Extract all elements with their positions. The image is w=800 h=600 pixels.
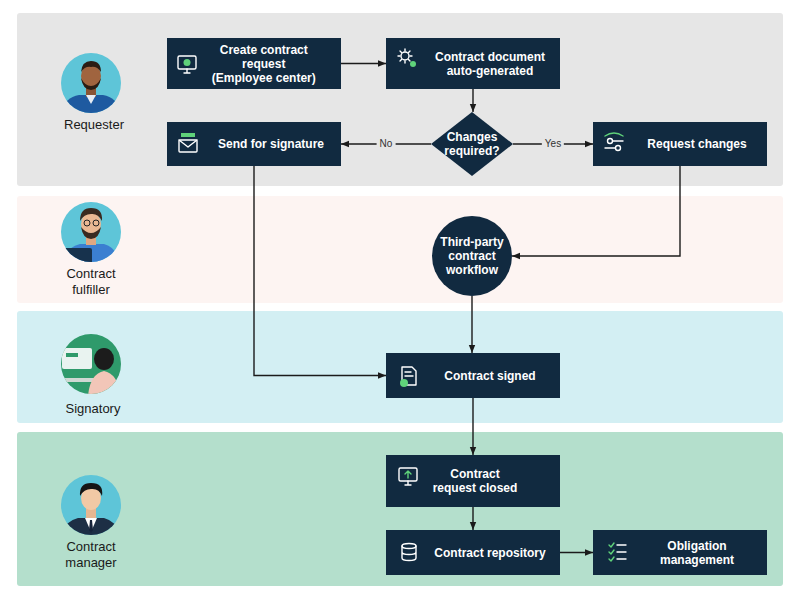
- process-box: Request changes: [593, 122, 767, 166]
- edge-label: Yes: [542, 138, 564, 150]
- flow-arrow: [560, 552, 593, 553]
- text-wrap: Signatory: [51, 401, 135, 417]
- node-label: Create contract request (Employee center…: [211, 43, 317, 85]
- text-wrap: Contract fulfiller: [49, 266, 133, 298]
- lane-label: Requester: [52, 117, 136, 133]
- node-label: Changes required?: [440, 130, 504, 158]
- text-wrap: Contract document auto-generated: [430, 38, 550, 89]
- process-box: Send for signature: [167, 122, 341, 166]
- node-label: Contract request closed: [430, 467, 520, 495]
- process-box: Contract repository: [386, 530, 560, 575]
- flow-arrow: [471, 296, 472, 353]
- swimlane-band: Requester Create contract request (Employ…: [17, 13, 783, 186]
- lane-label: Contract fulfiller: [49, 266, 133, 298]
- node-label: Contract document auto-generated: [430, 50, 550, 78]
- lane-label: Signatory: [51, 401, 135, 417]
- text-wrap: Contract request closed: [430, 455, 520, 507]
- text-wrap: Third-party contract workflow: [432, 216, 512, 296]
- process-circle: Third-party contract workflow: [432, 216, 512, 296]
- diamond-shape: [431, 112, 513, 176]
- process-box: Create contract request (Employee center…: [167, 38, 341, 89]
- flow-arrow: [341, 63, 386, 64]
- process-box: Obligation management: [593, 530, 767, 575]
- decision-diamond: Changes required?: [431, 112, 513, 176]
- edge-label: No: [377, 138, 396, 150]
- circle-shape: [432, 216, 512, 296]
- text-wrap: Contract manager: [49, 539, 133, 571]
- flow-arrow: [472, 398, 473, 455]
- text-wrap: Changes required?: [431, 112, 513, 176]
- text-wrap: Requester: [52, 117, 136, 133]
- text-wrap: Contract signed: [430, 353, 550, 398]
- text-wrap: Obligation management: [637, 530, 757, 575]
- node-label: Obligation management: [637, 539, 757, 567]
- node-label: Send for signature: [211, 137, 331, 151]
- node-label: Third-party contract workflow: [438, 235, 506, 277]
- text-wrap: Request changes: [637, 122, 757, 166]
- process-box: Contract request closed: [386, 455, 560, 507]
- flow-arrow: [472, 89, 473, 112]
- process-box: Contract document auto-generated: [386, 38, 560, 89]
- text-wrap: Create contract request (Employee center…: [211, 38, 317, 89]
- node-label: Request changes: [637, 137, 757, 151]
- lane-label: Contract manager: [49, 539, 133, 571]
- process-box: Contract signed: [386, 353, 560, 398]
- text-wrap: Contract repository: [430, 530, 550, 575]
- swimlane-band: Contract fulfiller Third-party contract w…: [17, 196, 783, 303]
- swimlane-band: Signatory Contract signed: [17, 311, 783, 423]
- swimlane-band: Contract manager Contract request closedC…: [17, 432, 783, 586]
- text-wrap: Send for signature: [211, 122, 331, 166]
- node-label: Contract repository: [430, 546, 550, 560]
- node-label: Contract signed: [430, 369, 550, 383]
- flow-arrow: [472, 507, 473, 530]
